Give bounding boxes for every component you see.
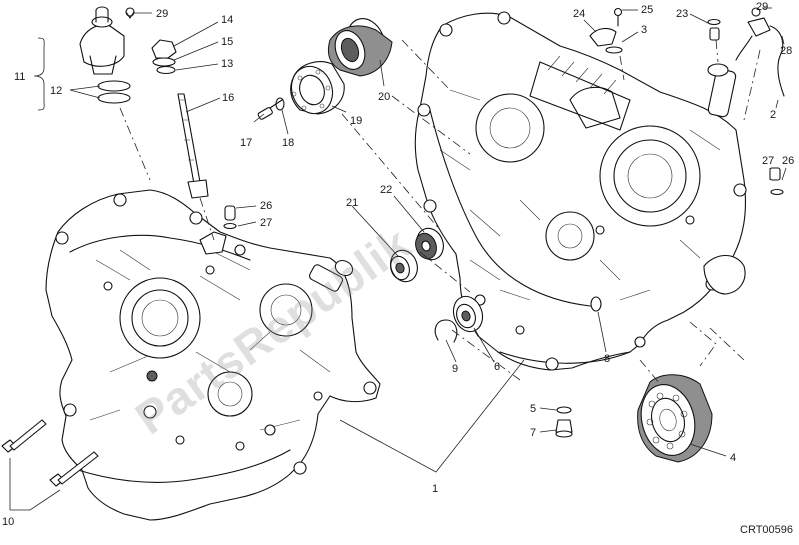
left-case-plug bbox=[146, 370, 158, 382]
breather-cap-part bbox=[79, 6, 125, 75]
left-lower-bore-core bbox=[217, 381, 243, 407]
right-lower-bore bbox=[545, 211, 595, 261]
right-case-cover-boss bbox=[703, 254, 746, 295]
o-ring-27-left bbox=[223, 222, 237, 230]
left-secondary-bore-core bbox=[270, 294, 302, 326]
callout-18: 18 bbox=[282, 137, 294, 149]
callout-15: 15 bbox=[221, 36, 233, 48]
left-main-bore-core bbox=[141, 299, 179, 337]
sleeve-23-part bbox=[707, 18, 721, 41]
screw-29-left bbox=[125, 7, 135, 19]
callout-23: 23 bbox=[676, 8, 688, 20]
callout-numbers: 29 14 15 13 16 11 12 20 19 17 18 26 27 1… bbox=[2, 1, 794, 528]
right-case-flange bbox=[429, 109, 591, 307]
callout-21: 21 bbox=[346, 197, 358, 209]
callout-13: 13 bbox=[221, 58, 233, 70]
right-main-bore-inner bbox=[613, 139, 687, 213]
right-main-bore-core bbox=[627, 153, 673, 199]
left-crankcase-half bbox=[45, 189, 381, 521]
left-secondary-bore bbox=[259, 283, 313, 337]
right-secondary-bore-core bbox=[489, 107, 531, 149]
o-ring-8-part bbox=[590, 296, 602, 312]
callout-19: 19 bbox=[350, 115, 362, 127]
right-case-sump-edge bbox=[499, 351, 631, 364]
callout-24: 24 bbox=[573, 8, 585, 20]
callout-10: 10 bbox=[2, 516, 14, 528]
callout-28: 28 bbox=[780, 45, 792, 57]
bearing-4-part bbox=[637, 374, 713, 463]
left-main-bore-inner bbox=[131, 289, 189, 347]
left-case-sump-edge bbox=[77, 449, 291, 483]
dowel-26-left bbox=[224, 205, 236, 221]
bearing-20-part bbox=[327, 18, 393, 77]
callout-12: 12 bbox=[50, 85, 62, 97]
bearing-21-part bbox=[390, 249, 418, 283]
right-main-bore-outer bbox=[599, 125, 701, 227]
right-case-bolt-bosses bbox=[417, 11, 747, 371]
left-case-tab bbox=[199, 231, 227, 255]
left-main-bore-outer bbox=[119, 277, 201, 359]
callout-9: 9 bbox=[452, 363, 458, 375]
callout-25: 25 bbox=[641, 4, 653, 16]
bearing-6-part bbox=[452, 295, 484, 333]
long-bolt-10-upper bbox=[1, 419, 47, 453]
bracket-24-part bbox=[589, 27, 617, 47]
washer-3-part bbox=[605, 46, 623, 54]
callout-8: 8 bbox=[604, 353, 610, 365]
left-case-bolt-bosses bbox=[55, 193, 377, 475]
callout-27-left: 27 bbox=[260, 217, 272, 229]
right-secondary-bore bbox=[475, 93, 545, 163]
right-case-sleeve-top bbox=[707, 63, 729, 77]
dipstick-tube-part bbox=[177, 93, 209, 199]
screw-25-part bbox=[613, 7, 623, 27]
callout-29-left: 29 bbox=[156, 8, 168, 20]
callout-22: 22 bbox=[380, 184, 392, 196]
callout-6: 6 bbox=[494, 361, 500, 373]
assembly-axes bbox=[119, 39, 761, 385]
bearing-19-part bbox=[290, 61, 345, 115]
long-bolt-10-lower bbox=[49, 451, 99, 487]
callout-14: 14 bbox=[221, 14, 233, 26]
callout-17: 17 bbox=[240, 137, 252, 149]
right-case-fins bbox=[547, 55, 617, 95]
callout-1: 1 bbox=[432, 483, 438, 495]
left-case-dowel bbox=[308, 264, 344, 292]
filler-plug-part bbox=[151, 39, 177, 75]
left-case-ribs bbox=[89, 249, 331, 431]
drain-plug-7-part bbox=[555, 419, 573, 438]
callout-26-right: 26 bbox=[782, 155, 794, 167]
dowel-26-right bbox=[769, 167, 781, 181]
washer-5-part bbox=[556, 406, 572, 414]
leader-lines bbox=[9, 7, 787, 511]
callout-2: 2 bbox=[770, 109, 776, 121]
right-case-gear-housing bbox=[569, 86, 621, 129]
drawing-code: CRT00596 bbox=[740, 524, 793, 536]
callout-27-right: 27 bbox=[762, 155, 774, 167]
right-crankcase-half bbox=[414, 11, 747, 371]
washer-18-part bbox=[275, 97, 285, 111]
right-lower-bore-core bbox=[557, 223, 583, 249]
callout-16: 16 bbox=[222, 92, 234, 104]
callout-11: 11 bbox=[14, 71, 25, 83]
o-ring-27-right bbox=[770, 188, 784, 196]
o-ring-12-upper bbox=[97, 80, 131, 92]
callout-29-right: 29 bbox=[756, 1, 768, 13]
o-ring-12-lower bbox=[97, 92, 131, 104]
callout-3: 3 bbox=[641, 24, 647, 36]
callout-26-left: 26 bbox=[260, 200, 272, 212]
callout-5: 5 bbox=[530, 403, 536, 415]
left-case-dowel-end bbox=[334, 259, 354, 277]
right-case-ribs bbox=[439, 89, 721, 301]
callout-7: 7 bbox=[530, 427, 536, 439]
left-case-flange bbox=[69, 234, 251, 261]
sensor-28-part bbox=[735, 7, 785, 97]
callout-20: 20 bbox=[378, 91, 390, 103]
callout-4: 4 bbox=[730, 452, 736, 464]
